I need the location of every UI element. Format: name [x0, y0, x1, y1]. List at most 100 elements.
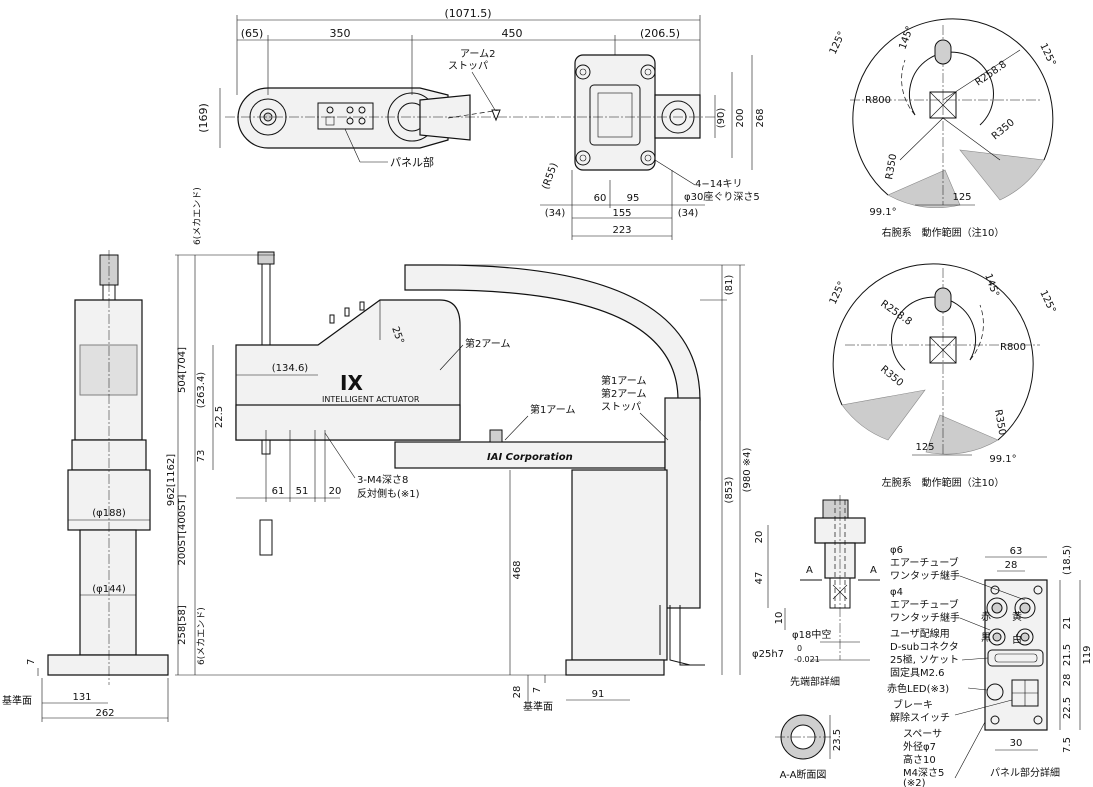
pd-dsub3: 25極, ソケット	[890, 653, 959, 666]
pd-dsub1: ユーザ配線用	[890, 627, 950, 640]
pd-d7-5: 7.5	[1062, 737, 1073, 753]
td-d10: 10	[774, 612, 785, 625]
rr-a125a: 125°	[828, 30, 848, 56]
dim-arm1: 450	[502, 27, 523, 40]
dim-60: 60	[594, 193, 607, 204]
fv-base-ref: 基準面	[2, 694, 32, 707]
dim-73: 73	[196, 450, 207, 463]
rl-d125: 125	[915, 442, 934, 453]
dim-853: (853)	[724, 476, 735, 503]
td-hollow: φ18中空	[792, 628, 831, 641]
pd-d28b: 28	[1062, 674, 1073, 687]
fv-d131: 131	[72, 692, 91, 703]
pd-spacer5: (※2)	[903, 778, 926, 787]
td-sec-a: A	[806, 565, 813, 576]
dim-28: 28	[512, 686, 523, 699]
dim-arm2: 350	[330, 27, 351, 40]
dim-263: (263.4)	[196, 372, 207, 409]
dim-22-5: 22.5	[214, 406, 225, 428]
pd-d18-5: (18.5)	[1062, 545, 1073, 575]
stopper-2: 第2アーム	[601, 387, 646, 400]
dim-34a: (34)	[545, 208, 566, 219]
holes-label-2: φ30座ぐり深さ5	[684, 190, 760, 203]
tap-label-1: 3-M4深さ8	[357, 474, 408, 486]
pd-tube4b: エアーチューブ	[890, 598, 959, 611]
rr-a991: 99.1°	[869, 207, 896, 218]
pd-d28: 28	[1005, 560, 1018, 571]
dim-504: 504[704]	[177, 347, 188, 393]
td-tol-hi: 0	[797, 644, 802, 653]
mech-end-top: 6(メカエンド)	[192, 187, 203, 245]
td-caption: 先端部詳細	[790, 675, 840, 688]
dim-200: 200	[735, 108, 746, 127]
pd-spacer3: 高さ10	[903, 753, 936, 766]
td-d20: 20	[754, 531, 765, 544]
rr-r258: R258.8	[973, 59, 1008, 88]
dim-258: 258[58]	[177, 605, 188, 645]
rr-r350b: R350	[884, 153, 899, 181]
dim-980: (980 ※4)	[742, 447, 753, 492]
pd-d21: 21	[1062, 617, 1073, 630]
dim-90: (90)	[716, 108, 727, 129]
dim-61: 61	[272, 486, 285, 497]
rl-a125a: 125°	[828, 280, 848, 306]
td-shaft: φ25h7	[752, 649, 784, 660]
dim-total: (1071.5)	[444, 7, 491, 20]
rl-a145: 145°	[982, 272, 1001, 298]
aa-d23-5: 23.5	[832, 729, 843, 751]
tap-label-2: 反対側も(※1)	[357, 487, 420, 500]
pd-tube6c: ワンタッチ継手	[890, 569, 960, 582]
panel-detail: 赤 黒 黄 白 φ6 エアーチューブ ワンタッチ継手 φ4 エアーチューブ ワン…	[887, 545, 1093, 787]
pd-d30: 30	[1010, 738, 1023, 749]
aa-section: 23.5 A-A断面図	[775, 714, 843, 781]
rl-r800: R800	[1000, 342, 1026, 353]
dim-r55: (R55)	[540, 161, 560, 191]
dim-268: 268	[755, 108, 766, 127]
pd-brake2: 解除スイッチ	[890, 711, 950, 724]
rl-caption: 左腕系 動作範囲（注10）	[882, 476, 1005, 489]
pd-led: 赤色LED(※3)	[887, 682, 949, 695]
dim-left-overhang: (65)	[241, 27, 264, 40]
rl-a991: 99.1°	[989, 454, 1016, 465]
rl-a125b: 125°	[1037, 289, 1057, 315]
dim-169: (169)	[197, 103, 210, 133]
dim-223: 223	[612, 225, 631, 236]
arm2-stopper-label-2: ストッパ	[448, 60, 488, 72]
top-view: (1071.5) (65) 350 450 (206.5) アーム2 ストッパ …	[197, 7, 766, 240]
mech-end-bot: 6(メカエンド)	[196, 607, 207, 665]
side-view: IX INTELLIGENT ACTUATOR IAI Corporation …	[166, 187, 753, 713]
dim-468: 468	[512, 560, 523, 579]
fv-d144: (φ144)	[92, 584, 126, 595]
pd-black: 黒	[981, 632, 991, 644]
arm1-label: 第1アーム	[530, 403, 575, 416]
dim-95: 95	[627, 193, 640, 204]
pd-caption: パネル部分詳細	[990, 766, 1060, 779]
rr-r350a: R350	[990, 117, 1017, 142]
rr-r800: R800	[865, 95, 891, 106]
pd-d119: 119	[1082, 645, 1093, 664]
pd-tube6b: エアーチューブ	[890, 556, 959, 569]
pd-tube4a: φ4	[890, 587, 903, 598]
pd-d22-5: 22.5	[1062, 697, 1073, 719]
aa-caption: A-A断面図	[780, 768, 827, 781]
dim-51: 51	[296, 486, 309, 497]
pd-spacer2: 外径φ7	[903, 740, 936, 753]
td-tol-lo: -0.021	[794, 655, 820, 664]
dim-7b: 7	[532, 687, 543, 693]
tip-detail: 20 47 10 A A φ18中空 φ25h7 0 -0.021 先端部詳細	[752, 495, 880, 688]
stopper-1: 第1アーム	[601, 374, 646, 387]
rr-a145: 145°	[897, 25, 916, 51]
dim-20: 20	[329, 486, 342, 497]
front-view: (φ188) (φ144) 7 131 262 基準面	[2, 250, 169, 722]
pd-spacer4: M4深さ5	[903, 767, 944, 779]
pd-yellow: 黄	[1012, 610, 1022, 623]
rl-r350a: R350	[878, 364, 905, 389]
arm2-stopper-label: アーム2	[460, 48, 495, 60]
pd-d21-5: 21.5	[1062, 644, 1073, 666]
pd-spacer1: スペーサ	[903, 728, 942, 740]
panel-label: パネル部	[390, 155, 434, 169]
dim-34b: (34)	[678, 208, 699, 219]
pd-d63: 63	[1010, 546, 1023, 557]
pd-tube4c: ワンタッチ継手	[890, 611, 960, 624]
rl-r258: R258.8	[878, 298, 913, 327]
